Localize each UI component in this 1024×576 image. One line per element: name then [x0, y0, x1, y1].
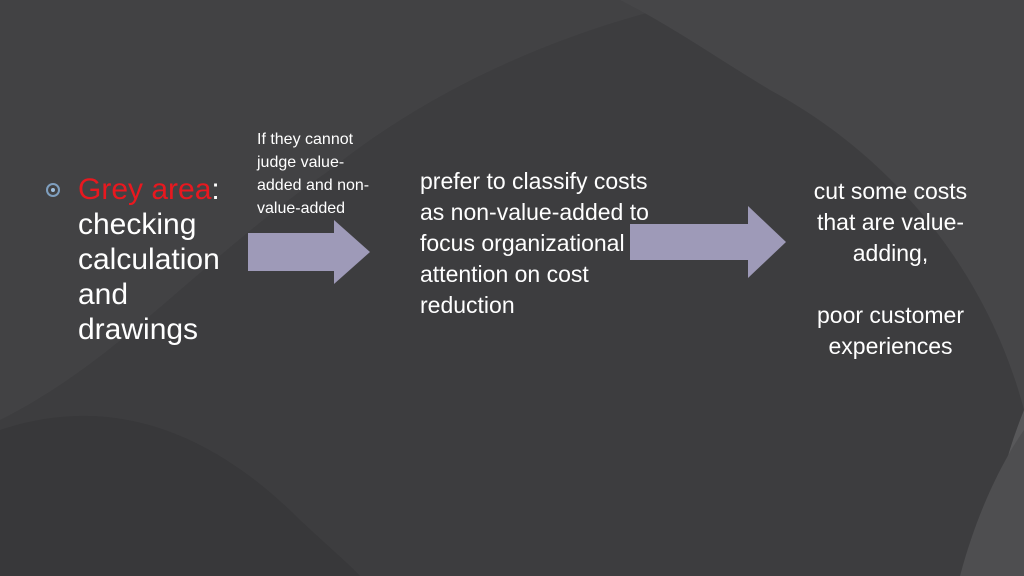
bullet-rest: checking calculation and drawings	[78, 208, 220, 346]
circle-bullet-icon	[46, 183, 60, 197]
arrow-right-1	[248, 220, 370, 284]
consequence-block: cut some costs that are value-adding, po…	[798, 176, 983, 362]
bullet-text: Grey area: checking calculation and draw…	[78, 172, 236, 347]
classification-text: prefer to classify costs as non-value-ad…	[420, 168, 649, 318]
consequence-line-2: poor customer experiences	[816, 302, 964, 359]
consequence-line-1: cut some costs that are value-adding,	[813, 178, 968, 266]
highlight-term: Grey area	[78, 173, 212, 206]
bullet-separator: :	[211, 173, 220, 206]
arrow-right-2	[630, 206, 786, 278]
bullet-item: Grey area: checking calculation and draw…	[46, 172, 236, 347]
condition-note: If they cannot judge value-added and non…	[257, 131, 370, 217]
